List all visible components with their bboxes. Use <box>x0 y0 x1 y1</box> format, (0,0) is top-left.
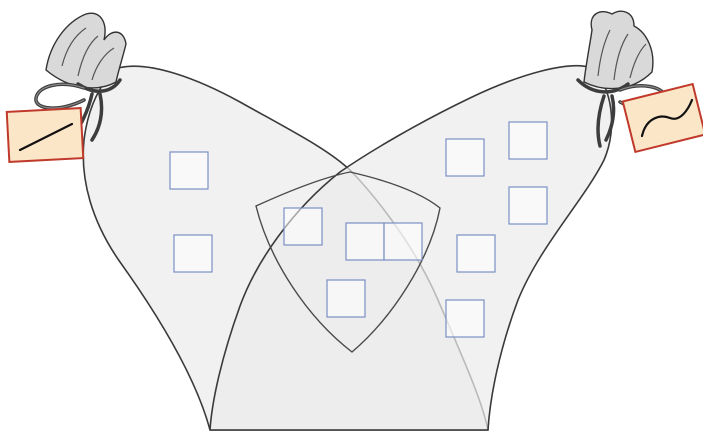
left-only-slot[interactable] <box>174 235 212 272</box>
overlap-slot[interactable] <box>346 223 384 260</box>
right-only-slot[interactable] <box>446 300 484 337</box>
right-only-slot[interactable] <box>509 122 547 159</box>
left-only-slot[interactable] <box>170 152 208 189</box>
right-only-slot[interactable] <box>446 139 484 176</box>
left-bag-tag <box>7 108 84 162</box>
right-bag-tag <box>623 84 703 152</box>
overlap-slot[interactable] <box>284 208 322 245</box>
overlap-slot[interactable] <box>384 223 422 260</box>
right-only-slot[interactable] <box>457 235 495 272</box>
overlap-slot[interactable] <box>327 280 365 317</box>
right-only-slot[interactable] <box>509 187 547 224</box>
